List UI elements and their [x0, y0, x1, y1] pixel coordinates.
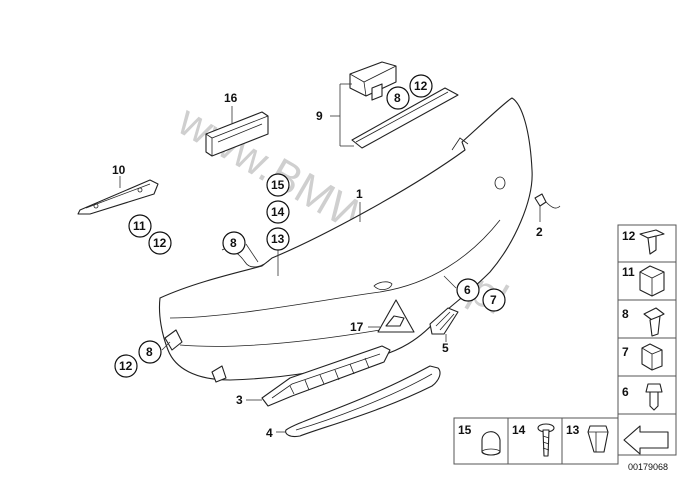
callout-13: 13	[266, 227, 290, 251]
svg-text:11: 11	[622, 265, 635, 279]
legend-item-7: 7	[622, 343, 663, 371]
legend-item-6: 6	[622, 383, 663, 411]
svg-text:12: 12	[119, 359, 133, 373]
callout-12-left-bottom: 12	[114, 354, 138, 378]
callout-8-mid: 8	[222, 231, 246, 255]
legend-item-11: 11	[622, 265, 665, 297]
svg-text:8: 8	[394, 91, 401, 105]
svg-text:12: 12	[414, 79, 428, 93]
part-3-grille	[246, 345, 391, 407]
legend-item-14: 14	[512, 423, 555, 457]
diagram-code: 00179068	[628, 462, 668, 472]
part-5-reflector	[429, 307, 459, 342]
part-16	[205, 106, 269, 157]
svg-text:13: 13	[566, 423, 580, 437]
svg-text:15: 15	[271, 178, 285, 192]
callout-10: 10	[112, 163, 126, 177]
part-2-sensor	[534, 193, 561, 222]
callout-16: 16	[224, 91, 238, 105]
callout-2: 2	[536, 225, 543, 239]
svg-text:11: 11	[133, 219, 146, 233]
trim-strip-part	[330, 61, 459, 149]
svg-text:6: 6	[464, 283, 471, 297]
callout-3: 3	[236, 393, 243, 407]
callout-4: 4	[266, 426, 273, 440]
svg-text:13: 13	[271, 232, 285, 246]
svg-text:8: 8	[622, 307, 629, 321]
svg-text:12: 12	[622, 229, 636, 243]
part-17-warning-triangle	[368, 299, 415, 333]
svg-text:15: 15	[458, 423, 472, 437]
callout-8-top: 8	[386, 86, 410, 110]
svg-text:14: 14	[512, 423, 526, 437]
legend-item-15: 15	[458, 423, 501, 456]
part-10-bracket	[77, 176, 159, 215]
callout-9: 9	[316, 109, 323, 123]
callout-12-top: 12	[409, 74, 433, 98]
legend-arrow	[623, 425, 669, 455]
legend-item-8: 8	[622, 307, 665, 337]
legend-item-12: 12	[622, 229, 665, 255]
callout-7: 7	[482, 288, 506, 312]
svg-text:6: 6	[622, 385, 629, 399]
callout-1: 1	[356, 187, 363, 201]
legend-column: 12 11 8 7 6 00179068	[617, 224, 677, 472]
callout-15: 15	[266, 173, 290, 197]
svg-text:12: 12	[153, 236, 167, 250]
svg-text:14: 14	[271, 205, 285, 219]
part-4-strip	[276, 365, 441, 438]
svg-text:8: 8	[146, 345, 153, 359]
callout-6: 6	[456, 278, 480, 302]
callout-5: 5	[442, 341, 449, 355]
legend-row: 15 14 13	[453, 417, 619, 465]
svg-text:7: 7	[490, 293, 497, 307]
svg-text:7: 7	[622, 345, 629, 359]
callout-12-left: 12	[148, 231, 172, 255]
callout-17: 17	[350, 320, 364, 334]
callout-14: 14	[266, 200, 290, 224]
callout-11-left: 11	[128, 214, 152, 238]
svg-text:8: 8	[230, 236, 237, 250]
legend-item-13: 13	[566, 423, 609, 453]
rear-bumper-part	[158, 97, 533, 383]
callout-8-left: 8	[138, 340, 162, 364]
